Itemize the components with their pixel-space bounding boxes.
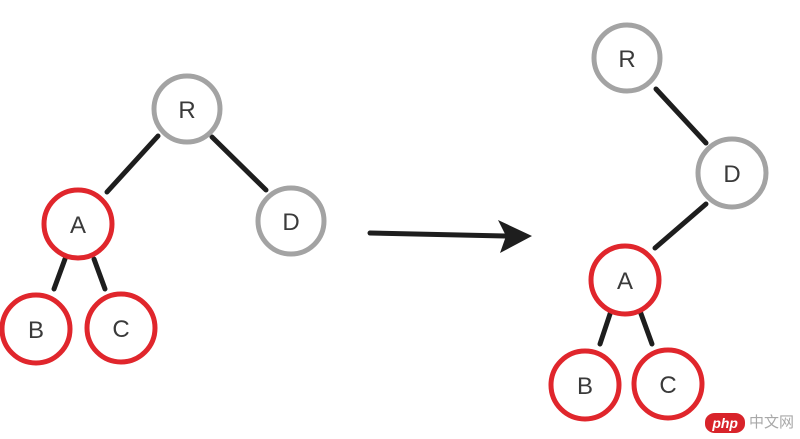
- before-tree: R A D B C: [0, 73, 327, 366]
- edge-a-b: [597, 308, 614, 347]
- before-node-a: A: [41, 187, 115, 261]
- watermark-text: 中文网: [748, 414, 794, 431]
- edge-r-a: [104, 133, 161, 195]
- edge-a-c: [637, 308, 655, 347]
- edge-r-d: [209, 134, 269, 193]
- after-edges: [597, 86, 709, 347]
- watermark-badge: php: [705, 413, 745, 433]
- node-label: C: [112, 316, 129, 343]
- node-label: A: [70, 212, 86, 239]
- after-node-r: R: [591, 22, 663, 94]
- node-label: D: [282, 209, 299, 236]
- before-node-d: D: [255, 185, 327, 257]
- after-node-c: C: [631, 347, 705, 421]
- edge-d-a: [652, 201, 709, 251]
- edge-a-c: [91, 256, 108, 292]
- node-label: B: [577, 373, 593, 400]
- before-edges: [51, 133, 269, 292]
- before-node-r: R: [151, 73, 223, 145]
- edge-a-b: [51, 256, 68, 292]
- watermark: php 中文网: [705, 413, 794, 433]
- after-node-a: A: [588, 243, 662, 317]
- edge-r-d: [653, 86, 709, 146]
- right-arrow-icon: [367, 220, 532, 253]
- after-tree: R D A B C: [548, 22, 769, 422]
- node-label: C: [659, 372, 676, 399]
- node-label: R: [178, 97, 195, 124]
- after-node-d: D: [695, 136, 769, 210]
- node-label: A: [617, 268, 633, 295]
- before-node-b: B: [0, 292, 73, 366]
- node-label: D: [723, 161, 740, 188]
- after-node-b: B: [548, 348, 622, 422]
- node-label: B: [28, 317, 44, 344]
- before-node-c: C: [84, 291, 158, 365]
- node-label: R: [618, 46, 635, 73]
